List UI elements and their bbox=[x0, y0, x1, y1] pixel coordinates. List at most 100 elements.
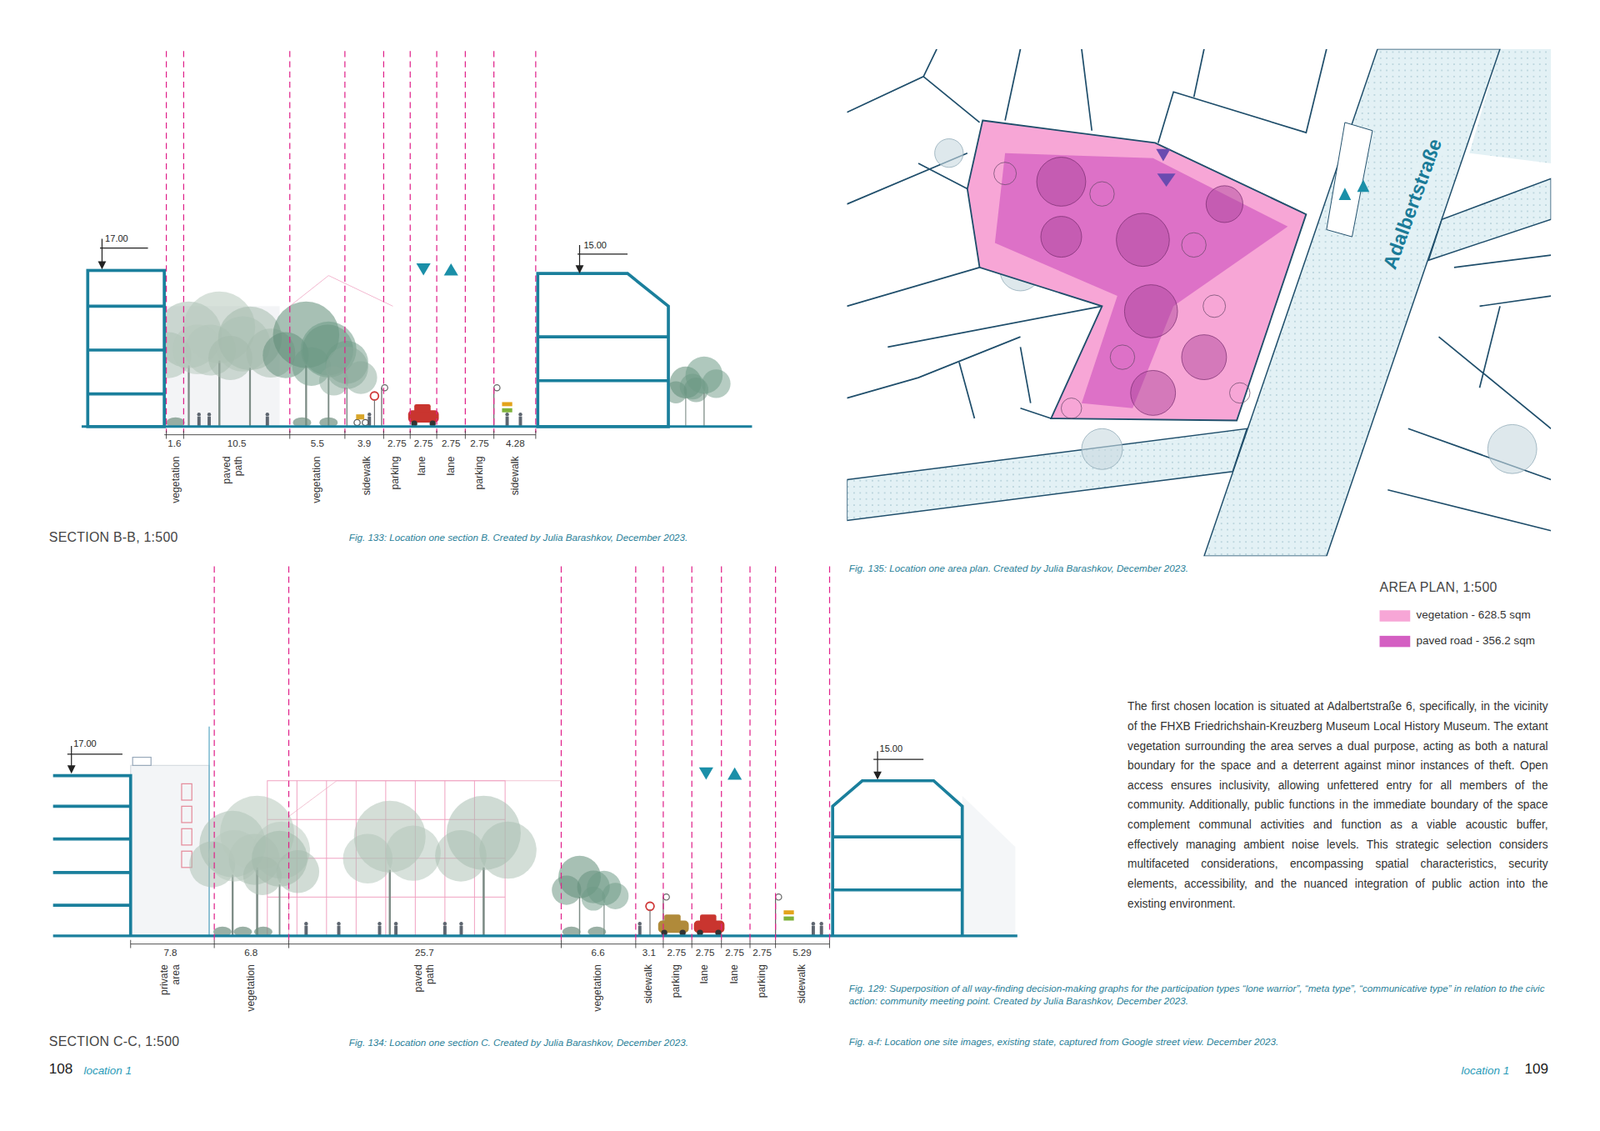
drawing-circle bbox=[645, 901, 655, 910]
figure-caption: Fig. a-f: Location one site images, exis… bbox=[849, 1036, 1279, 1048]
drawing-line bbox=[662, 566, 664, 943]
zone-label: lane bbox=[417, 455, 429, 475]
level-mark: 15.00 bbox=[583, 240, 607, 251]
zone-label: lane bbox=[729, 964, 740, 984]
drawing-line bbox=[214, 566, 215, 943]
dimension-value: 2.75 bbox=[667, 948, 687, 960]
drawing-line bbox=[749, 566, 750, 943]
zone-label: lane bbox=[700, 964, 711, 984]
page-number: 108 bbox=[49, 1060, 74, 1077]
legend-label: vegetation - 628.5 sqm bbox=[1416, 608, 1531, 621]
drawing-line bbox=[560, 566, 562, 943]
drawing-circle bbox=[1040, 216, 1082, 258]
drawing-circle bbox=[1036, 157, 1086, 207]
drawing-polygon bbox=[416, 263, 431, 276]
drawing-circle bbox=[1487, 424, 1537, 474]
drawing-line bbox=[81, 425, 752, 428]
legend-swatch bbox=[1380, 610, 1411, 621]
drawing-path bbox=[53, 805, 131, 905]
dimension-value: 2.75 bbox=[441, 439, 461, 450]
zone-label: parking bbox=[670, 964, 682, 998]
drawing-circle bbox=[1060, 398, 1081, 419]
drawing-use bbox=[304, 921, 308, 936]
drawing-g bbox=[694, 914, 725, 936]
drawing-g bbox=[181, 783, 192, 867]
drawing-line bbox=[649, 910, 650, 936]
drawing-use bbox=[265, 412, 270, 427]
drawing-use bbox=[435, 795, 537, 936]
drawing-use bbox=[394, 921, 398, 936]
drawing-polygon bbox=[995, 153, 1288, 409]
drawing-polygon bbox=[873, 771, 882, 780]
drawing-g bbox=[994, 162, 1250, 419]
drawing-rect bbox=[355, 414, 365, 420]
drawing-polygon bbox=[727, 767, 742, 780]
drawing-use bbox=[197, 412, 201, 427]
drawing-path bbox=[67, 745, 924, 774]
drawing-use bbox=[775, 894, 782, 936]
drawing-rect bbox=[501, 401, 512, 406]
figure-caption: Fig. 135: Location one area plan. Create… bbox=[849, 563, 1189, 575]
drawing-rect bbox=[664, 914, 681, 923]
drawing-line bbox=[165, 50, 167, 433]
drawing-rect bbox=[783, 916, 794, 921]
zone-label: parking bbox=[474, 455, 485, 490]
drawing-use bbox=[243, 830, 320, 936]
drawing-circle bbox=[1130, 370, 1176, 415]
drawing-polygon bbox=[1428, 178, 1551, 260]
drawing-line bbox=[183, 50, 185, 433]
drawing-circle bbox=[1230, 382, 1250, 403]
zone-label: paved path bbox=[414, 964, 436, 992]
dimension-value: 2.75 bbox=[695, 948, 715, 960]
dimension-value: 2.75 bbox=[725, 948, 745, 960]
running-footer: location 1 bbox=[1460, 1064, 1510, 1077]
legend-label: paved road - 356.2 sqm bbox=[1416, 633, 1535, 646]
drawing-path bbox=[87, 305, 165, 394]
drawing-rect bbox=[414, 404, 431, 413]
level-mark: 15.00 bbox=[880, 745, 904, 755]
drawing-rect bbox=[181, 783, 192, 800]
drawing-path bbox=[53, 775, 131, 936]
section-title: SECTION B-B, 1:500 bbox=[49, 530, 179, 546]
dimension-value: 3.1 bbox=[642, 948, 656, 960]
drawing-polygon bbox=[575, 265, 585, 274]
dimension-value: 10.5 bbox=[227, 439, 247, 450]
zone-label: private area bbox=[160, 964, 182, 995]
drawing-line bbox=[635, 566, 636, 943]
dimension-value: 5.5 bbox=[310, 439, 325, 450]
drawing-use bbox=[336, 921, 340, 936]
dimension-value: 5.29 bbox=[792, 948, 812, 960]
drawing-use bbox=[494, 385, 500, 427]
drawing-line bbox=[288, 566, 290, 943]
running-footer: location 1 bbox=[83, 1064, 132, 1077]
drawing-line bbox=[374, 400, 375, 427]
drawing-use bbox=[319, 346, 378, 427]
section-b bbox=[81, 50, 752, 439]
drawing-polygon bbox=[1357, 180, 1370, 193]
zone-label: vegetation bbox=[170, 455, 182, 504]
section-title: AREA PLAN, 1:500 bbox=[1380, 580, 1498, 596]
drawing-rect bbox=[87, 270, 165, 426]
drawing-use bbox=[377, 921, 381, 936]
drawing-circle bbox=[935, 139, 964, 168]
drawing-line bbox=[289, 50, 290, 433]
dimension-value: 25.7 bbox=[415, 948, 435, 960]
drawing-rect bbox=[181, 805, 192, 823]
drawing-line bbox=[493, 50, 495, 433]
drawing-path bbox=[290, 275, 394, 307]
drawing-polygon bbox=[1157, 173, 1176, 187]
drawing-line bbox=[435, 50, 437, 433]
drawing-circle bbox=[1181, 232, 1206, 257]
section-title: SECTION C-C, 1:500 bbox=[49, 1035, 180, 1050]
drawing-polygon bbox=[98, 260, 107, 270]
drawing-use bbox=[459, 921, 463, 936]
zone-label: vegetation bbox=[592, 964, 604, 1012]
drawing-line bbox=[383, 50, 385, 433]
drawing-circle bbox=[1181, 335, 1227, 380]
drawing-path bbox=[130, 940, 830, 949]
dimension-value: 3.9 bbox=[357, 439, 371, 450]
drawing-rect bbox=[846, 49, 1551, 557]
level-mark: 17.00 bbox=[105, 235, 129, 245]
page-number: 109 bbox=[1524, 1060, 1549, 1077]
dimension-value: 4.28 bbox=[505, 439, 525, 450]
